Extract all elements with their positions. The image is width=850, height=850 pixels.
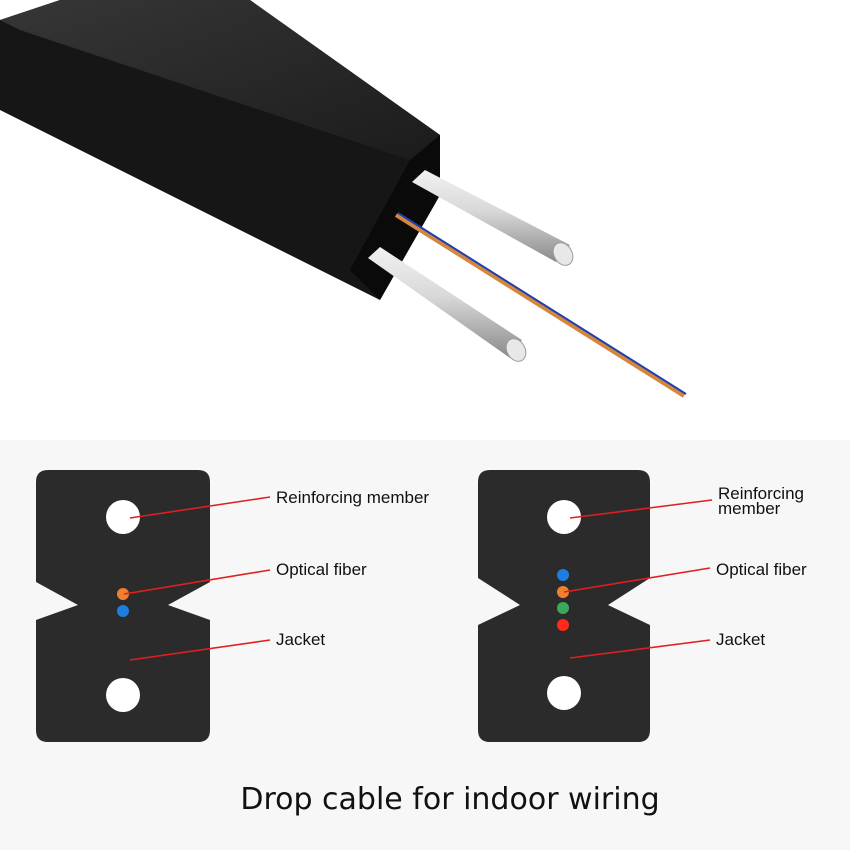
left-cross-section <box>36 470 271 742</box>
right-reinforcing-hole-top <box>547 500 581 534</box>
cable-jacket-top-face <box>0 0 440 160</box>
left-leader-jacket <box>129 639 271 661</box>
reinforcing-rod-lower <box>368 247 527 362</box>
right-fiber-orange <box>557 586 569 598</box>
left-reinforcing-hole-top <box>106 500 140 534</box>
right-fiber-red <box>557 619 569 631</box>
right-label-jacket: Jacket <box>716 630 766 649</box>
right-leader-reinforcing <box>569 499 713 519</box>
left-label-jacket: Jacket <box>276 630 326 649</box>
reinforcing-rod-upper <box>412 170 574 266</box>
left-leader-reinforcing <box>129 496 271 519</box>
left-fiber-orange <box>117 588 129 600</box>
right-label-reinforcing: Reinforcing member <box>718 484 804 518</box>
left-leader-fiber <box>123 569 271 595</box>
right-leader-fiber <box>563 567 711 593</box>
cable-photo <box>0 0 687 398</box>
left-fiber-blue <box>117 605 129 617</box>
figure-caption: Drop cable for indoor wiring <box>240 782 660 817</box>
right-label-fiber: Optical fiber <box>716 560 807 579</box>
optical-fiber-strand <box>394 212 687 398</box>
right-fiber-green <box>557 602 569 614</box>
left-reinforcing-hole-bottom <box>106 678 140 712</box>
right-cross-section <box>478 470 713 742</box>
right-reinforcing-hole-bottom <box>547 676 581 710</box>
right-leader-jacket <box>569 639 711 659</box>
right-fiber-blue <box>557 569 569 581</box>
left-label-reinforcing: Reinforcing member <box>276 488 430 507</box>
cable-photo-illustration <box>0 0 687 398</box>
left-label-fiber: Optical fiber <box>276 560 367 579</box>
